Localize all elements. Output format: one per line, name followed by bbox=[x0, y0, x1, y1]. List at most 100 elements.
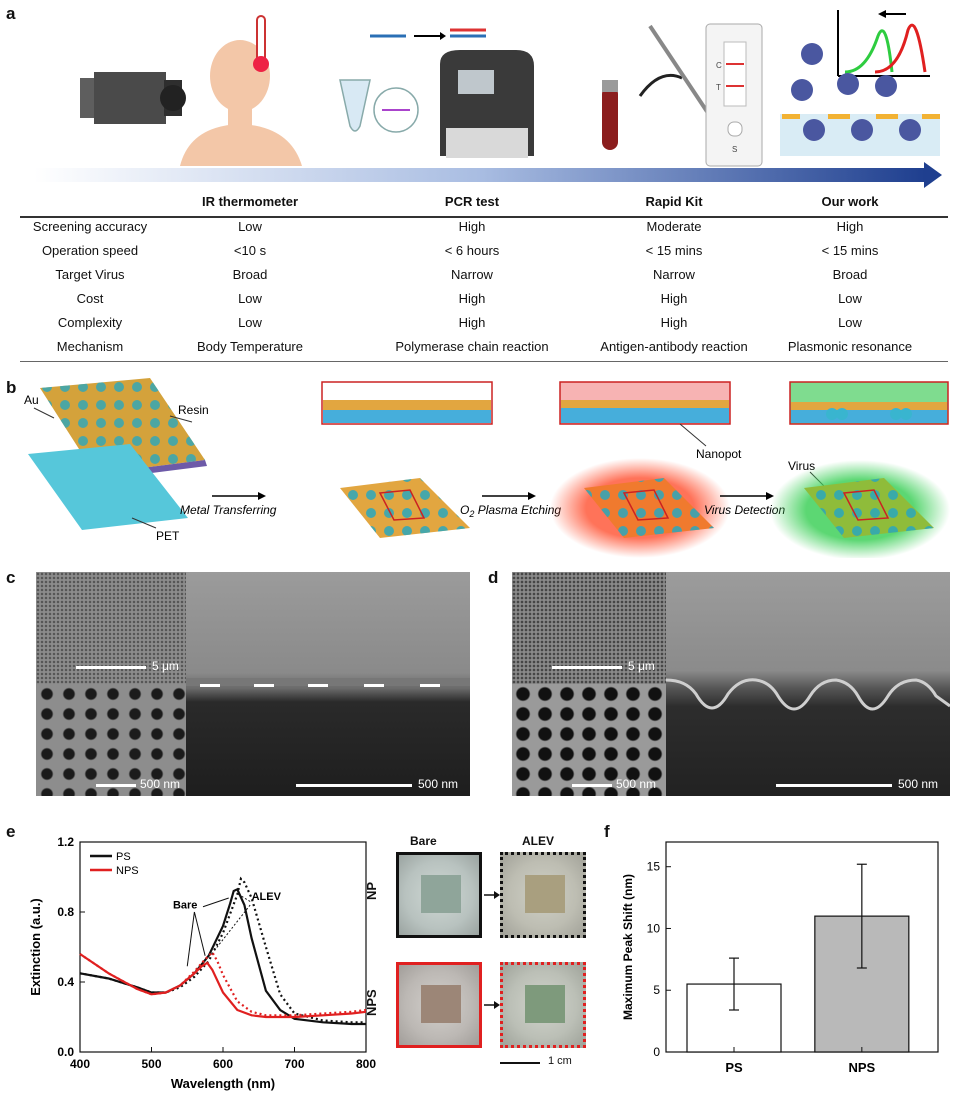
table-cell: Low bbox=[838, 315, 862, 330]
table-cell: High bbox=[458, 315, 486, 330]
scale-bar bbox=[296, 784, 412, 787]
thermometer-icon bbox=[253, 15, 269, 72]
table-row: Operation speed<10 s< 6 hours< 15 mins< … bbox=[20, 243, 948, 265]
table-cell: Moderate bbox=[646, 219, 702, 234]
annotation-arrow bbox=[214, 904, 251, 951]
table-cell: < 15 mins bbox=[645, 243, 703, 258]
person-icon bbox=[180, 40, 302, 166]
table-cell: Antigen-antibody reaction bbox=[600, 339, 748, 354]
test-cassette-icon: C T S bbox=[705, 23, 763, 167]
row-label: Operation speed bbox=[41, 243, 139, 258]
annotation-alev: ALEV bbox=[252, 891, 282, 903]
y-tick-label: 0.8 bbox=[57, 905, 74, 919]
table-cell: Low bbox=[838, 291, 862, 306]
scale-label: 5 μm bbox=[152, 659, 179, 673]
table-cell: High bbox=[836, 219, 864, 234]
photo-col-bare: Bare bbox=[410, 834, 437, 848]
table-cell: Low bbox=[238, 219, 262, 234]
series-line-0 bbox=[79, 887, 366, 1026]
sample-tube-icon bbox=[339, 79, 419, 133]
nanopot-label: Nanopot bbox=[696, 447, 742, 461]
table-cell: Broad bbox=[232, 267, 268, 282]
panel-label-e: e bbox=[6, 822, 16, 841]
table-cell: Narrow bbox=[653, 267, 695, 282]
y-axis-label: Extinction (a.u.) bbox=[28, 898, 43, 996]
scale-bar bbox=[552, 666, 622, 669]
table-cell: High bbox=[660, 315, 688, 330]
timeline-arrow bbox=[34, 168, 924, 182]
photo-nps-alev bbox=[500, 962, 586, 1048]
scale-label: 500 nm bbox=[140, 777, 181, 791]
table-cell: Polymerase chain reaction bbox=[395, 339, 549, 354]
arrow-right-icon bbox=[484, 891, 500, 899]
scale-label: 500 nm bbox=[616, 777, 657, 791]
scale-bar bbox=[96, 784, 136, 787]
y-tick-label: 5 bbox=[653, 983, 660, 997]
arrow-right-icon bbox=[484, 1001, 500, 1009]
pet-label: PET bbox=[156, 529, 180, 543]
col-header: Rapid Kit bbox=[645, 194, 703, 209]
table-cell: Narrow bbox=[451, 267, 493, 282]
scale-label: 5 μm bbox=[628, 659, 655, 673]
photo-row-np: NP bbox=[364, 881, 379, 900]
table-cell: Broad bbox=[832, 267, 868, 282]
col-header: Our work bbox=[821, 194, 879, 209]
table-row: Screening accuracy Low High Moderate High bbox=[20, 219, 948, 241]
photo-nps-bare bbox=[396, 962, 482, 1048]
x-tick-label: 800 bbox=[356, 1057, 376, 1071]
sem-d-top-view: 5 μm bbox=[512, 572, 666, 684]
legend-label-ps: PS bbox=[116, 851, 131, 863]
annotation-arrow bbox=[186, 911, 195, 967]
timeline-arrowhead bbox=[924, 162, 942, 188]
cassette-s-label: S bbox=[732, 145, 737, 154]
sem-c-top-view: 5 μm bbox=[36, 572, 186, 684]
annotation-arrow bbox=[193, 911, 206, 956]
panel-label-c: c bbox=[6, 568, 16, 587]
legend-label-nps: NPS bbox=[116, 865, 139, 877]
scale-bar bbox=[572, 784, 612, 787]
panel-label-a: a bbox=[6, 4, 16, 23]
nanopot-substrate-icon bbox=[780, 114, 940, 156]
row-label: Mechanism bbox=[56, 339, 124, 354]
series-line-2 bbox=[79, 953, 367, 1019]
cassette-c-label: C bbox=[716, 61, 722, 70]
table-header-row: IR thermometer PCR test Rapid Kit Our wo… bbox=[20, 194, 948, 216]
sem-c-zoom-view: 500 nm bbox=[36, 684, 186, 796]
virus-particles-icon bbox=[791, 43, 897, 101]
col-header: IR thermometer bbox=[201, 194, 299, 209]
annotation-bare: Bare bbox=[173, 900, 197, 912]
y-tick-label: 1.2 bbox=[57, 835, 74, 849]
scale-bar bbox=[776, 784, 892, 787]
row-label: Screening accuracy bbox=[32, 219, 148, 234]
scale-label: 500 nm bbox=[418, 777, 459, 791]
photo-np-alev bbox=[500, 852, 586, 938]
table-row: Complexity Low High High Low bbox=[20, 315, 948, 337]
scale-label: 500 nm bbox=[898, 777, 939, 791]
x-axis-label: Wavelength (nm) bbox=[171, 1076, 275, 1091]
arrow-icon bbox=[638, 73, 683, 97]
panel-b-schematic: Au Resin PET Metal Transferring O2 Plasm… bbox=[24, 378, 950, 558]
ir-camera-icon bbox=[80, 72, 186, 124]
cassette-t-label: T bbox=[716, 83, 721, 92]
y-tick-label: 0.4 bbox=[57, 975, 74, 989]
table-cell: <10 s bbox=[233, 243, 267, 258]
panel-label-d: d bbox=[488, 568, 499, 587]
pcr-machine-icon bbox=[440, 50, 534, 158]
table-cell: High bbox=[458, 219, 486, 234]
series-line-1 bbox=[79, 876, 366, 1024]
sem-d-zoom-view: 500 nm bbox=[512, 684, 666, 796]
table-cell: High bbox=[660, 291, 688, 306]
x-tick-label: 700 bbox=[284, 1057, 304, 1071]
x-tick-label: 600 bbox=[213, 1057, 233, 1071]
panel-label-b: b bbox=[6, 378, 17, 397]
row-label: Complexity bbox=[57, 315, 123, 330]
table-cell: Low bbox=[238, 315, 262, 330]
photo-scale-bar bbox=[500, 1062, 540, 1064]
blood-tube-icon bbox=[602, 80, 618, 150]
y-tick-label: 0 bbox=[653, 1045, 660, 1059]
table-top-rule bbox=[20, 216, 948, 218]
au-label: Au bbox=[24, 393, 39, 407]
